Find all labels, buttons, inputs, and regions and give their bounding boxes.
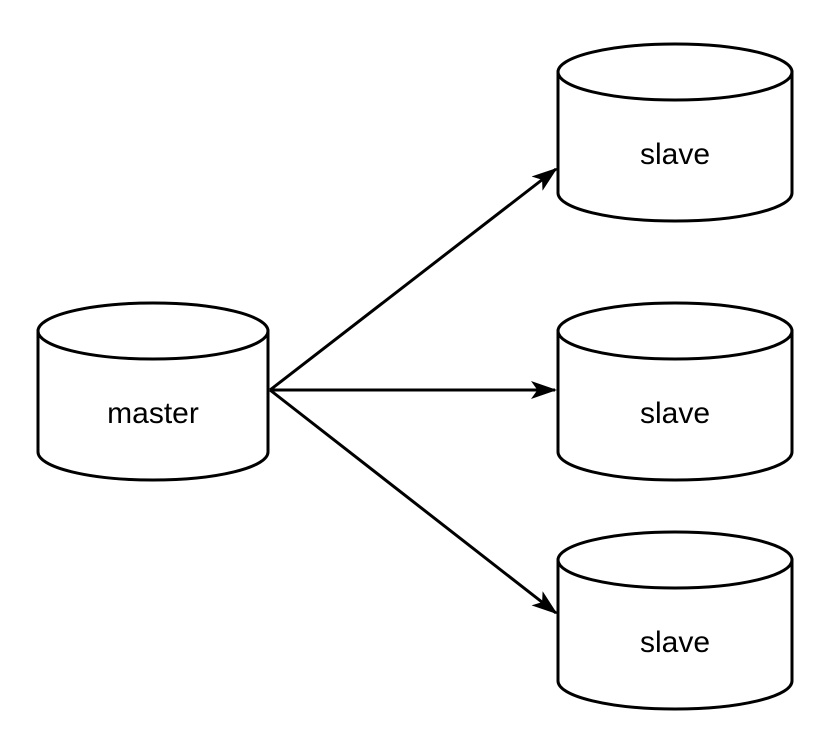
cylinder-body: [556, 70, 794, 223]
cylinder-body: [556, 558, 794, 711]
node-slave-middle: slave: [556, 301, 794, 482]
cylinder-body: [36, 329, 270, 482]
cylinder-top: [556, 530, 794, 590]
edge-master-to-slave-bottom: [269, 388, 558, 615]
cylinder-top: [556, 301, 794, 361]
cylinder-top: [556, 42, 794, 102]
node-label-slave-top: slave: [640, 138, 710, 171]
cylinder-top: [36, 301, 270, 361]
node-slave-bottom: slave: [556, 530, 794, 711]
node-label-slave-bottom: slave: [640, 626, 710, 659]
node-master: master: [36, 301, 270, 482]
edges: [269, 167, 558, 615]
cylinder-body: [556, 329, 794, 482]
node-slave-top: slave: [556, 42, 794, 223]
node-label-master: master: [107, 397, 199, 430]
edge-master-to-slave-top: [269, 167, 558, 392]
node-label-slave-middle: slave: [640, 397, 710, 430]
